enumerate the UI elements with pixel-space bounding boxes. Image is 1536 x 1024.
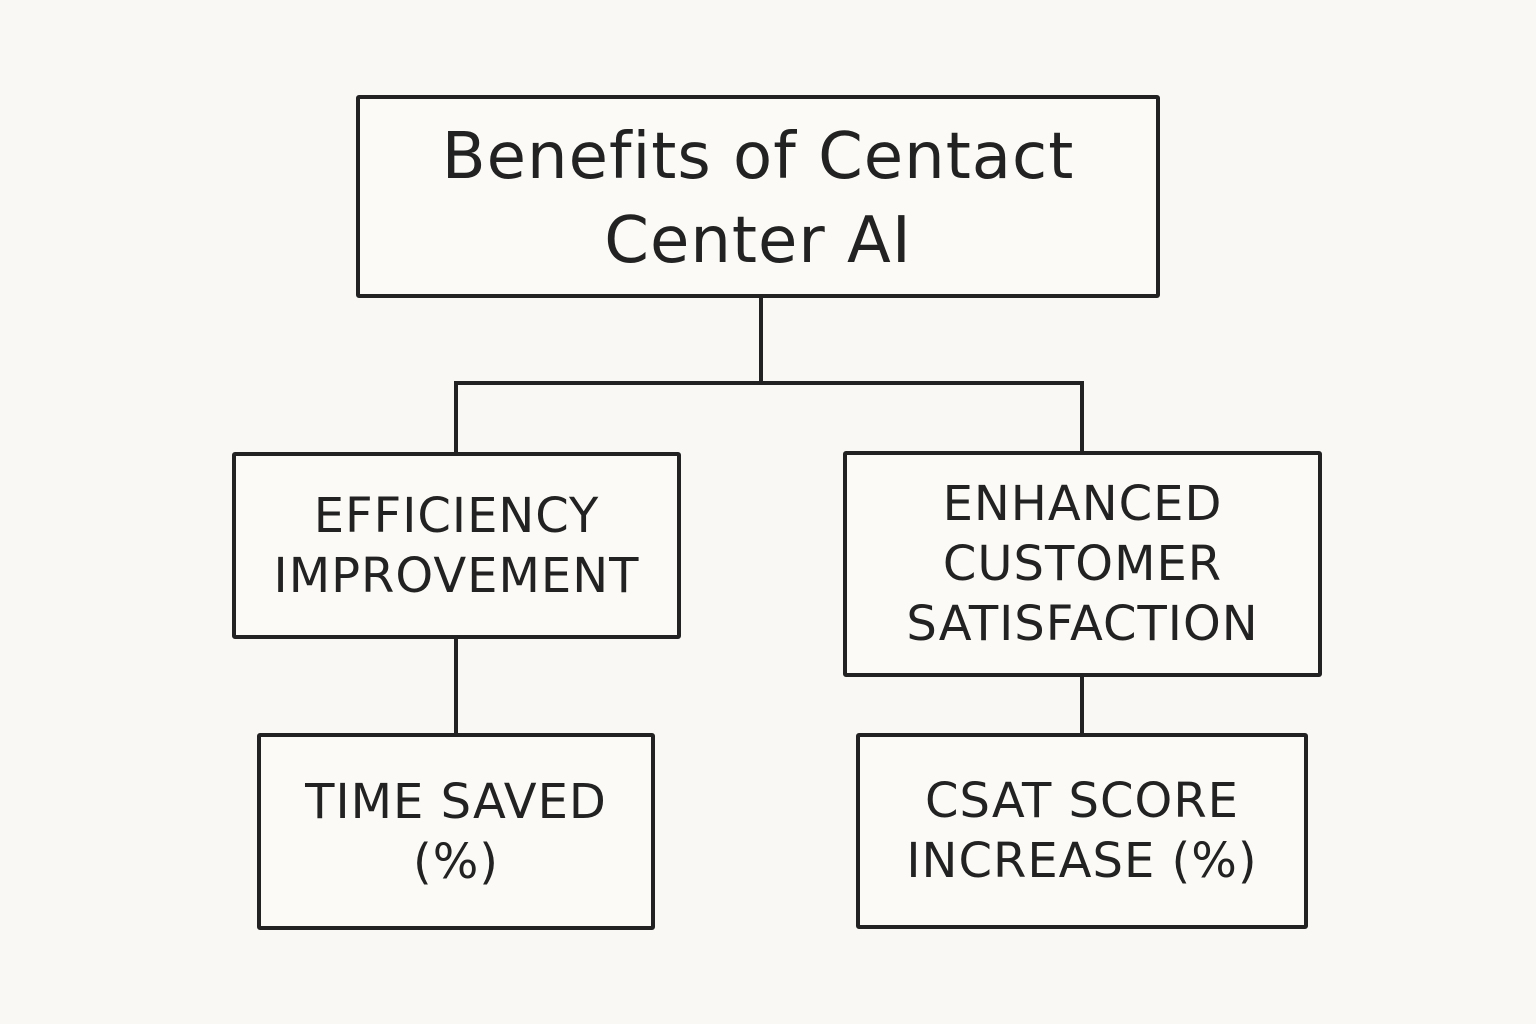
efficiency-label-line-2: IMPROVEMENT bbox=[273, 547, 640, 604]
root-node: Benefits of Centact Center AI bbox=[356, 95, 1160, 298]
time-saved-node: TIME SAVED (%) bbox=[257, 733, 655, 930]
csat-score-increase-node: CSAT SCORE INCREASE (%) bbox=[856, 733, 1308, 929]
time-saved-label-line-1: TIME SAVED bbox=[305, 773, 607, 830]
efficiency-label-line-1: EFFICIENCY bbox=[313, 487, 600, 544]
root-title-line-2: Center AI bbox=[604, 203, 912, 278]
csat-label-line-1: CSAT SCORE bbox=[924, 773, 1239, 829]
root-title-line-1: Benefits of Centact bbox=[441, 119, 1075, 194]
satisfaction-label-line-3: SATISFACTION bbox=[906, 596, 1259, 652]
satisfaction-label-line-1: ENHANCED bbox=[942, 476, 1223, 532]
satisfaction-label-line-2: CUSTOMER bbox=[942, 536, 1223, 592]
time-saved-label-line-2: (%) bbox=[412, 833, 500, 890]
enhanced-customer-satisfaction-node: ENHANCED CUSTOMER SATISFACTION bbox=[843, 451, 1322, 677]
csat-label-line-2: INCREASE (%) bbox=[906, 833, 1258, 889]
efficiency-improvement-node: EFFICIENCY IMPROVEMENT bbox=[232, 452, 681, 639]
